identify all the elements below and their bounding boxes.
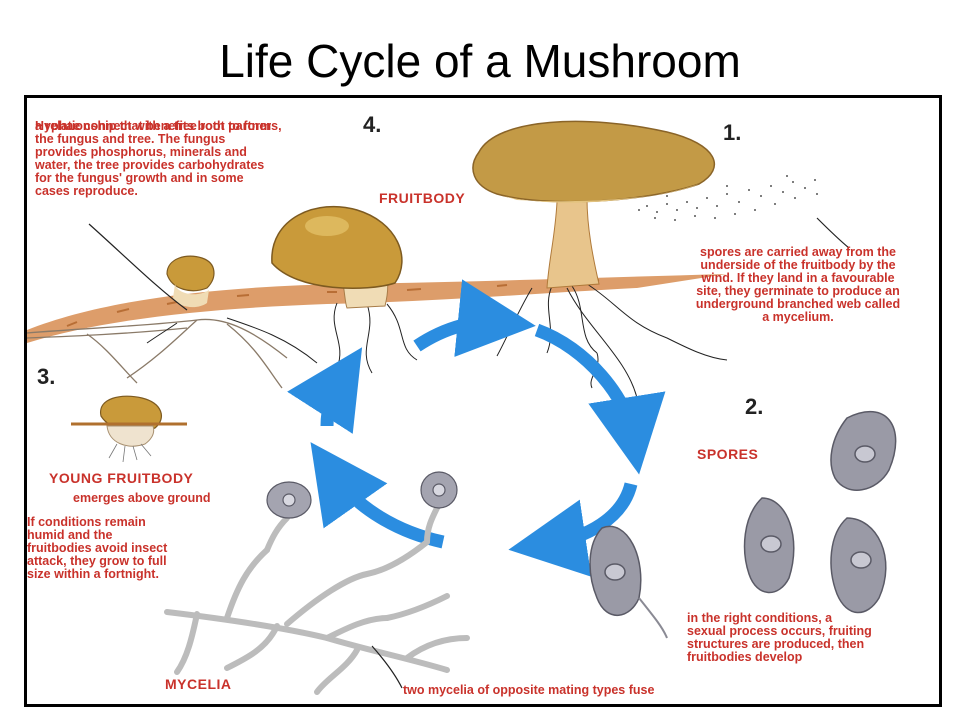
- humid-line: fruitbodies avoid insect: [27, 541, 168, 555]
- spore-cloud: [638, 175, 818, 221]
- cycle-arrows: [287, 279, 666, 577]
- sexual-line: fruitbodies develop: [687, 650, 803, 664]
- sexual-line: sexual process occurs, fruiting: [687, 624, 872, 638]
- hyphae-line: water, the tree provides carbohydrates: [35, 158, 265, 172]
- hyphae-line: provides phosphorus, minerals and: [35, 145, 247, 159]
- spores-line: wind. If they land in a favourable: [701, 271, 895, 285]
- tree-roots: [27, 318, 288, 389]
- step-3-number: 3.: [37, 364, 56, 389]
- humid-line: attack, they grow to full: [27, 554, 167, 568]
- spore-cloud-pointer: [816, 217, 850, 249]
- spore-cells: [589, 411, 897, 639]
- humid-description: If conditions remain humid and the fruit…: [27, 516, 167, 581]
- hyphae-line: for the fungus' growth and in some: [35, 171, 244, 185]
- fruitbody-mushroom: [472, 120, 716, 289]
- humid-line: size within a fortnight.: [27, 567, 159, 581]
- sexual-line: in the right conditions, a: [687, 611, 833, 625]
- diagram-artwork: [27, 120, 897, 695]
- spores-line: underground branched web called: [695, 297, 901, 311]
- hyphae-description: Hyphae connect with a tree root to form …: [35, 120, 282, 198]
- sexual-line: structures are produced, then: [687, 637, 865, 651]
- hyphae-line: Hyphae connect with a tree root to form: [35, 119, 272, 133]
- mycelia-illustration: [164, 505, 470, 695]
- hyphae-line: a relationship that benefits both partne…: [35, 119, 282, 133]
- spores-line: underside of the fruitbody by the: [700, 258, 896, 272]
- diagram-frame: 4. 1. 3. 2. FRUITBODY SPORES YOUNG FRUIT…: [24, 95, 942, 707]
- hyphae-line: the fungus and tree. The fungus: [35, 132, 226, 146]
- hyphae-pointer: [88, 223, 188, 311]
- mycelia-heading: MYCELIA: [165, 676, 232, 692]
- fuse-pointer: [371, 645, 403, 689]
- mycelia-spore-tips: [266, 471, 458, 519]
- humid-line: If conditions remain: [27, 515, 146, 529]
- spores-line: a mycelium.: [762, 310, 834, 324]
- young-fruitbody-heading: YOUNG FRUITBODY: [49, 470, 194, 486]
- spores-heading: SPORES: [697, 446, 759, 462]
- hyphae-threads: [146, 283, 728, 399]
- spores-line: spores are carried away from the: [700, 245, 896, 259]
- soil-strip: [27, 274, 727, 343]
- emerges-caption: emerges above ground: [73, 491, 211, 505]
- step-4-number: 4.: [363, 112, 382, 137]
- fuse-caption: two mycelia of opposite mating types fus…: [403, 683, 655, 697]
- step-2-number: 2.: [745, 394, 764, 419]
- step-1-number: 1.: [723, 120, 742, 145]
- humid-line: humid and the: [27, 528, 113, 542]
- sexual-process-description: in the right conditions, a sexual proces…: [687, 612, 872, 664]
- spores-line: site, they germinate to produce an: [696, 284, 900, 298]
- hyphae-line: cases reproduce.: [35, 184, 138, 198]
- slide-title: Life Cycle of a Mushroom: [219, 35, 741, 87]
- young-fruitbody-illustration: [71, 395, 187, 463]
- small-mushroom: [166, 255, 215, 308]
- spores-dispersal-description: spores are carried away from the undersi…: [653, 245, 939, 324]
- fruitbody-heading: FRUITBODY: [379, 190, 466, 206]
- medium-mushroom: [271, 205, 403, 309]
